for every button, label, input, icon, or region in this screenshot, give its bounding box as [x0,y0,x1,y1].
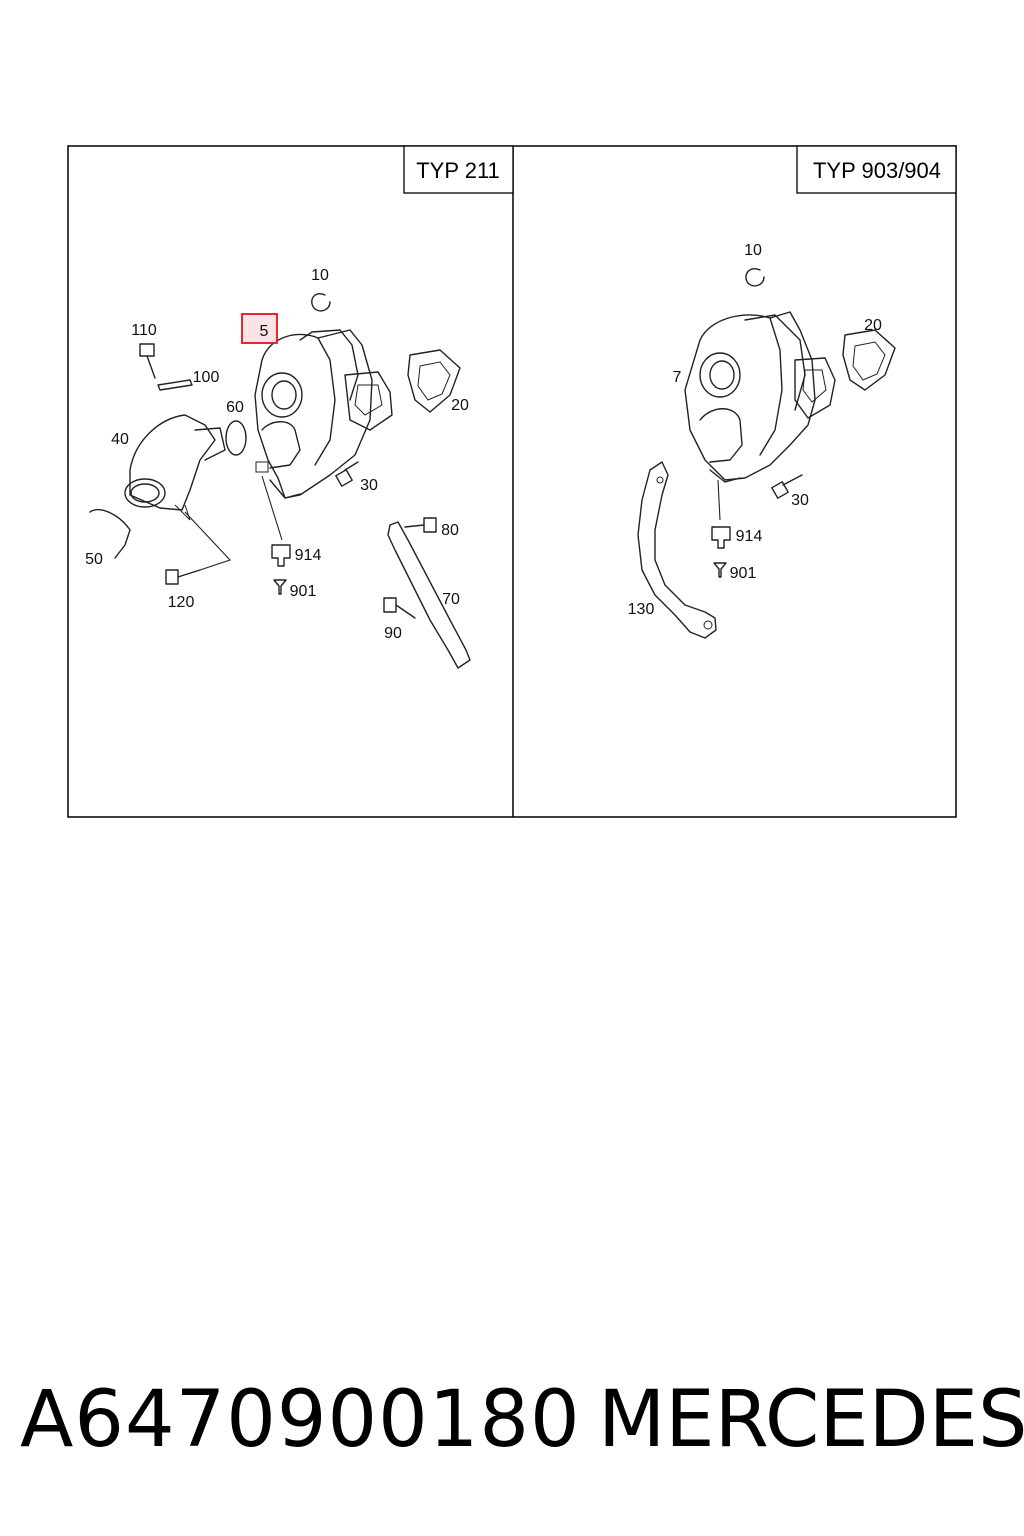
callout-10[interactable]: 10 [311,267,329,284]
right-callout-914[interactable]: 914 [736,528,763,545]
callout-70[interactable]: 70 [442,591,460,608]
callout-40[interactable]: 40 [111,431,129,448]
callout-120[interactable]: 120 [168,594,195,611]
right-gasket-20[interactable] [842,329,896,391]
callout-90[interactable]: 90 [384,625,402,642]
left-bolt-30[interactable] [335,461,359,487]
left-clamp-50[interactable] [89,509,131,559]
highlight-box-5[interactable] [241,313,278,344]
callout-20[interactable]: 20 [451,397,469,414]
callout-80[interactable]: 80 [441,522,459,539]
callout-30[interactable]: 30 [360,477,378,494]
right-callout-20[interactable]: 20 [864,317,882,334]
right-circlip-10[interactable] [745,268,765,287]
left-bolt-110[interactable] [139,343,156,379]
diagram-frame [67,145,957,818]
left-type-label: TYP 211 [416,158,500,183]
callout-60[interactable]: 60 [226,399,244,416]
right-type-label-box: TYP 903/904 [796,145,957,194]
callout-110[interactable]: 110 [131,322,157,339]
callout-901[interactable]: 901 [290,583,317,600]
left-bolt-80[interactable] [404,517,437,533]
left-bolt-90[interactable] [383,597,416,619]
right-plug-914[interactable] [711,526,731,549]
left-gasket-100[interactable] [157,379,193,391]
left-bracket-70[interactable] [387,521,471,669]
callout-50[interactable]: 50 [85,551,103,568]
leader-914 [261,475,283,541]
left-circlip-10[interactable] [311,293,331,312]
callout-914[interactable]: 914 [295,547,322,564]
leader-right-914 [717,479,721,521]
part-number: A6470900180 [20,1375,581,1465]
left-plug-914[interactable] [271,544,291,567]
brand-name: MERCEDES [598,1375,1024,1465]
right-plug-901[interactable] [713,562,727,578]
callout-100[interactable]: 100 [193,369,220,386]
right-callout-7[interactable]: 7 [673,369,682,386]
callout-5[interactable]: 5 [260,323,269,340]
left-turbocharger[interactable] [254,329,393,499]
right-type-label: TYP 903/904 [813,158,941,183]
right-turbocharger[interactable] [684,311,836,483]
left-plug-901[interactable] [273,579,287,595]
left-gasket-20[interactable] [407,349,461,413]
left-type-label-box: TYP 211 [403,145,514,194]
left-bolt-120[interactable] [165,569,201,585]
right-callout-10[interactable]: 10 [744,242,762,259]
product-footer: A6470900180 MERCEDES [0,1370,1024,1470]
left-intake-pipe-40[interactable] [124,414,226,521]
right-bracket-130[interactable] [637,461,717,639]
right-callout-901[interactable]: 901 [730,565,757,582]
right-callout-130[interactable]: 130 [628,601,655,618]
right-bolt-30[interactable] [771,474,803,499]
right-callout-30[interactable]: 30 [791,492,809,509]
left-oring-60[interactable] [225,420,247,456]
leader-120 [184,511,231,571]
